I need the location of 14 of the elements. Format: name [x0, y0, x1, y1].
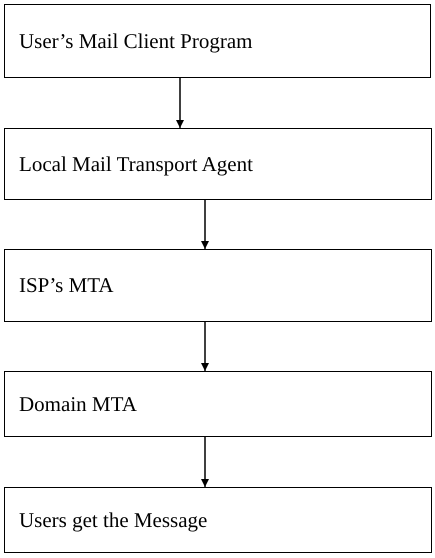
process-box: [4, 128, 432, 200]
arrow: [201, 437, 209, 487]
box-label: User’s Mail Client Program: [19, 28, 253, 54]
arrow: [176, 78, 184, 128]
process-box: [4, 4, 431, 78]
process-box: [4, 249, 432, 322]
box-label: ISP’s MTA: [19, 273, 114, 298]
process-box: [4, 487, 432, 553]
box-label: Users get the Message: [19, 508, 208, 532]
arrow: [201, 200, 209, 249]
box-label: Domain MTA: [19, 392, 137, 416]
process-box: [4, 371, 432, 437]
box-label: Local Mail Transport Agent: [19, 152, 253, 176]
arrow: [201, 322, 209, 371]
